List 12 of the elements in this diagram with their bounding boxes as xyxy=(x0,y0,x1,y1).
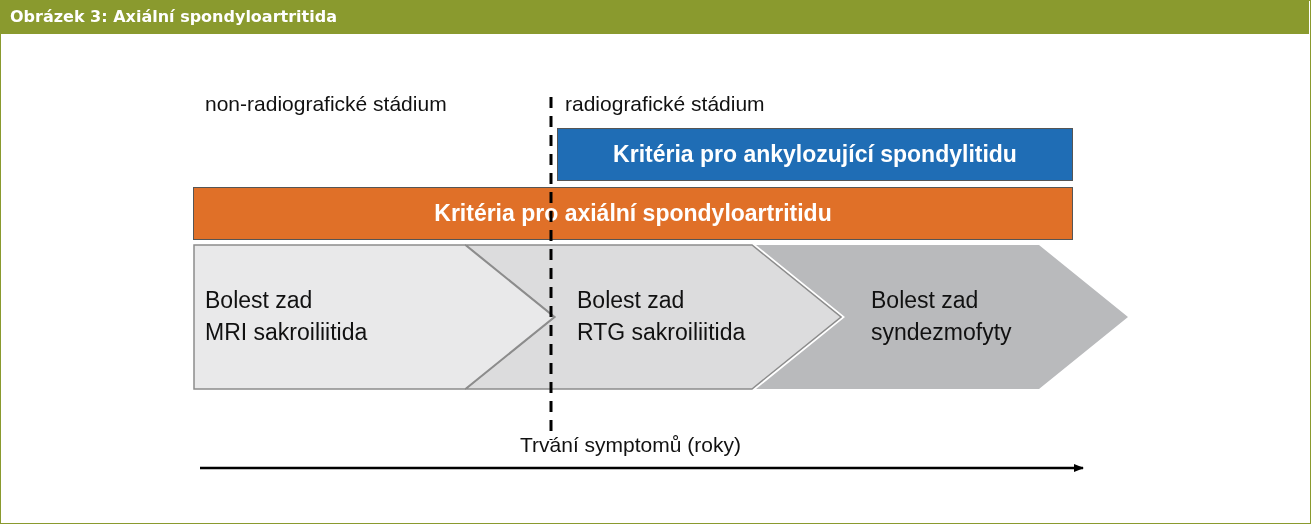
stage-label: radiografické stádium xyxy=(565,92,765,116)
stage-label: non-radiografické stádium xyxy=(205,92,447,116)
figure-title: Obrázek 3: Axiální spondyloartritida xyxy=(0,0,1309,34)
criteria-bar: Kritéria pro axiální spondyloartritidu xyxy=(193,187,1073,240)
stage-text: Bolest zad xyxy=(205,286,313,315)
axis-label: Trvání symptomů (roky) xyxy=(520,433,741,457)
stage-text: Bolest zad xyxy=(577,286,685,315)
stage-text: syndezmofyty xyxy=(871,318,1012,347)
stage-text: MRI sakroiliitida xyxy=(205,318,368,347)
stage-text: RTG sakroiliitida xyxy=(577,318,746,347)
stage-text: Bolest zad xyxy=(871,286,979,315)
criteria-bar: Kritéria pro ankylozující spondylitidu xyxy=(557,128,1073,181)
